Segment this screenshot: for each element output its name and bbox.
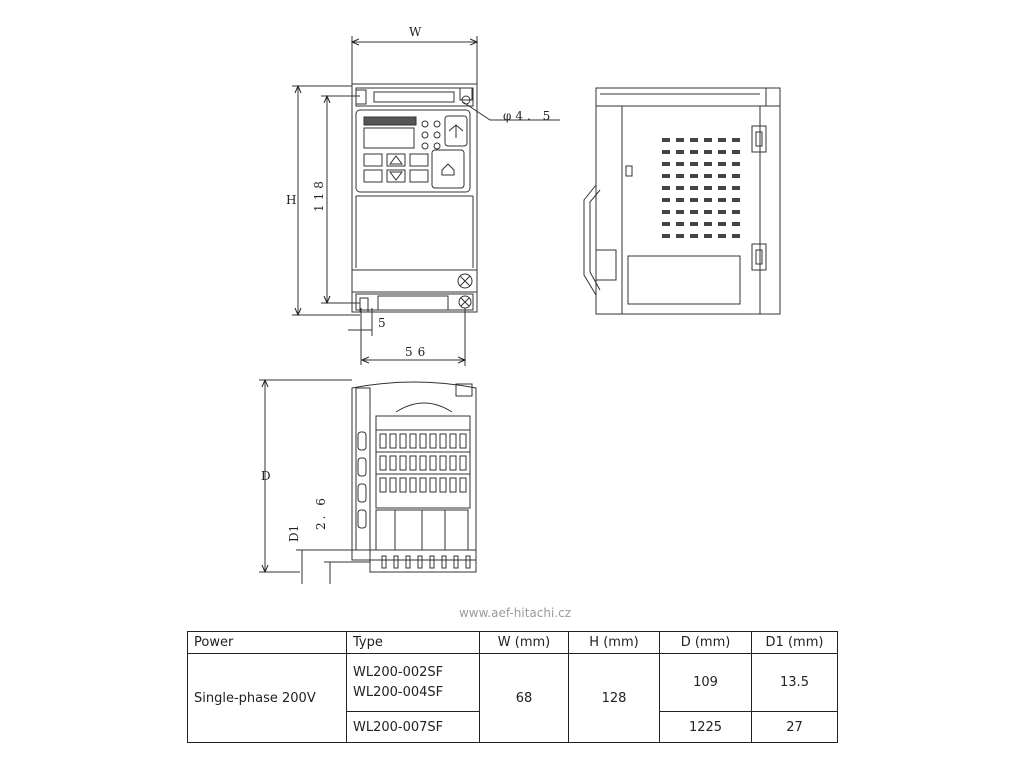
bottom-vents [379, 433, 471, 569]
cell-h: 128 [568, 653, 660, 743]
cell-d1-a: 13.5 [751, 653, 838, 712]
dim-base-label: 56 [405, 345, 430, 359]
dim-w-label: W [409, 25, 422, 39]
header-power: Power [187, 631, 347, 654]
cell-d-b: 1225 [659, 711, 752, 743]
type-004: WL200-004SF [353, 684, 444, 700]
table-row: WL200-007SF 1225 27 [188, 711, 838, 743]
watermark: www.aef-hitachi.cz [458, 606, 572, 620]
cell-types-a: WL200-002SF WL200-004SF [346, 653, 480, 712]
header-w: W (mm) [479, 631, 569, 654]
dim-hole-label: φ4. 5 [503, 109, 554, 123]
dim-foot-label: 5 [378, 316, 386, 330]
dim-2-6-label: 2. 6 [314, 495, 328, 530]
cell-type-b: WL200-007SF [346, 711, 480, 743]
bottom-view [259, 380, 477, 584]
type-002: WL200-002SF [353, 664, 444, 680]
header-d1: D1 (mm) [751, 631, 838, 654]
cell-w: 68 [479, 653, 569, 743]
dimension-table: Power Type W (mm) H (mm) D (mm) D1 (mm) … [187, 631, 838, 743]
cell-d-a: 109 [659, 653, 752, 712]
side-view [583, 87, 781, 315]
dim-118-label: 118 [312, 177, 326, 212]
dim-d-label: D [261, 469, 271, 483]
cell-power: Single-phase 200V [187, 653, 347, 743]
table-header-row: Power Type W (mm) H (mm) D (mm) D1 (mm) [187, 631, 838, 654]
dim-h-label: H [286, 193, 296, 207]
front-view [292, 36, 560, 366]
dim-d1-label: D1 [287, 525, 301, 542]
side-vents [662, 138, 740, 238]
cell-d1-b: 27 [751, 711, 838, 743]
table-row: Single-phase 200V WL200-002SF WL200-004S… [187, 653, 838, 743]
dimension-drawing: W H 118 φ4. 5 5 56 [259, 25, 781, 584]
header-h: H (mm) [568, 631, 660, 654]
header-type: Type [346, 631, 480, 654]
header-d: D (mm) [659, 631, 752, 654]
